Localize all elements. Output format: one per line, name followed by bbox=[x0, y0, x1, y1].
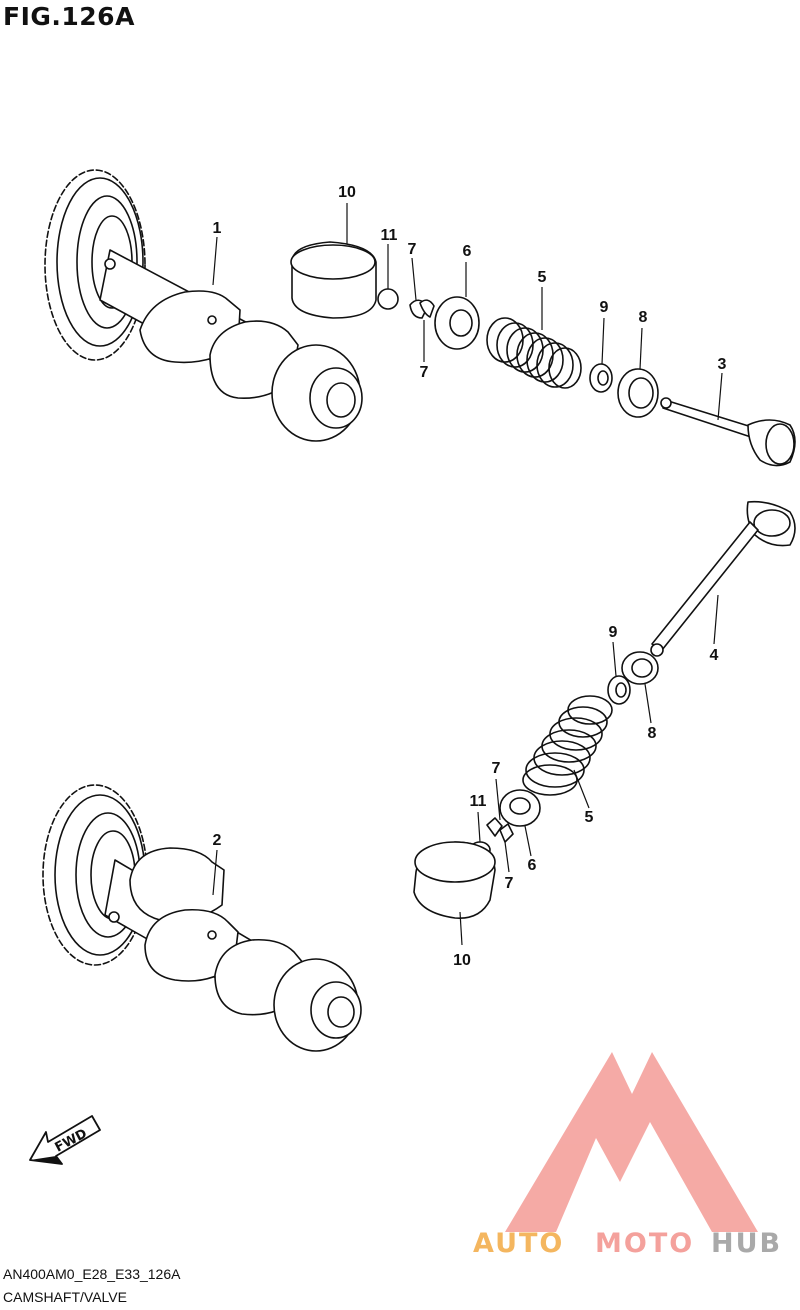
callout-seat-8-upper: 8 bbox=[638, 309, 648, 326]
spring-seat-8-lower bbox=[621, 651, 659, 685]
watermark-text-hub: HUB bbox=[711, 1228, 783, 1259]
callout-camshaft-2: 2 bbox=[212, 832, 222, 849]
callout-shim-11-upper: 11 bbox=[380, 227, 398, 244]
callout-retainer-6-upper: 6 bbox=[462, 243, 472, 260]
tappet-10-lower bbox=[413, 841, 496, 919]
valve-cotters-lower bbox=[486, 817, 514, 843]
figure-title: FIG.126A bbox=[3, 2, 135, 31]
callout-camshaft-1: 1 bbox=[212, 220, 222, 237]
callout-shim-11-lower: 11 bbox=[469, 793, 487, 810]
callout-cotter-7-upper-a: 7 bbox=[407, 241, 417, 258]
watermark-logo bbox=[505, 1052, 758, 1232]
valve-cotters-upper bbox=[409, 299, 435, 319]
fwd-arrow-icon: FWD bbox=[29, 1115, 101, 1165]
figure-code: AN400AM0_E28_E33_126A bbox=[3, 1266, 181, 1282]
watermark-text-auto: AUTO bbox=[473, 1228, 565, 1259]
valve-3 bbox=[660, 397, 796, 467]
valve-4 bbox=[650, 500, 796, 657]
valve-spring-5-upper bbox=[486, 317, 582, 389]
camshaft-2 bbox=[42, 784, 362, 1052]
valve-spring-5-lower bbox=[522, 695, 613, 796]
callout-valve-4: 4 bbox=[709, 647, 719, 664]
shim-11-upper bbox=[377, 288, 399, 310]
callout-tappet-10-lower: 10 bbox=[453, 952, 471, 969]
spring-retainer-6-upper bbox=[434, 296, 480, 350]
callout-tappet-10-upper: 10 bbox=[338, 184, 356, 201]
callout-cotter-7-lower-b: 7 bbox=[504, 875, 514, 892]
callout-spring-5-upper: 5 bbox=[537, 269, 547, 286]
stem-seal-9-lower bbox=[607, 675, 631, 705]
callout-seal-9-upper: 9 bbox=[599, 299, 609, 316]
spring-retainer-6-lower bbox=[499, 789, 541, 827]
spring-seat-8-upper bbox=[617, 368, 659, 418]
callout-seal-9-lower: 9 bbox=[608, 624, 618, 641]
stem-seal-9-upper bbox=[589, 363, 613, 393]
callout-cotter-7-lower-a: 7 bbox=[491, 760, 501, 777]
callout-retainer-6-lower: 6 bbox=[527, 857, 537, 874]
callout-valve-3: 3 bbox=[717, 356, 727, 373]
figure-name: CAMSHAFT/VALVE bbox=[3, 1289, 127, 1305]
camshaft-1 bbox=[44, 169, 363, 442]
watermark-text-moto: MOTO bbox=[595, 1228, 695, 1259]
callout-spring-5-lower: 5 bbox=[584, 809, 594, 826]
tappet-10-upper bbox=[290, 241, 377, 319]
callout-cotter-7-upper-b: 7 bbox=[419, 364, 429, 381]
leader-lines bbox=[212, 203, 723, 946]
callout-seat-8-lower: 8 bbox=[647, 725, 657, 742]
